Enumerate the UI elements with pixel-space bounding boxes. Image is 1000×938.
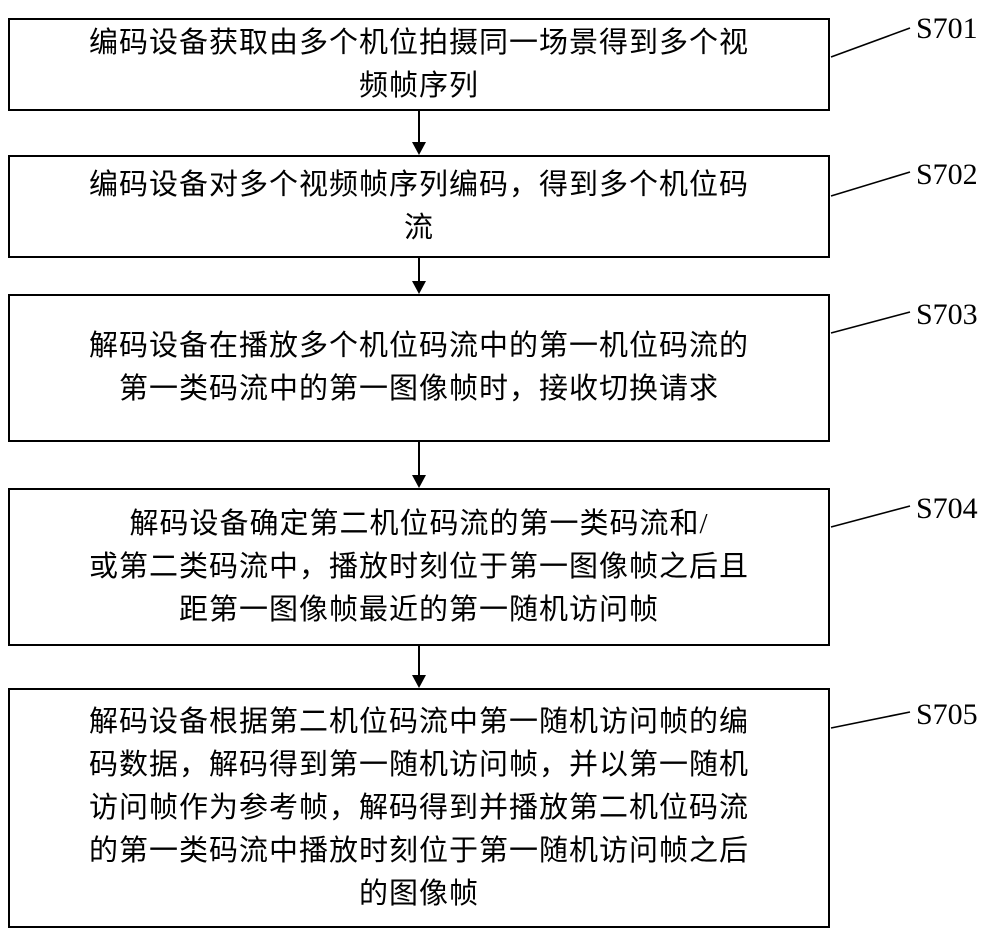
- step-label-s703: S703: [916, 298, 978, 331]
- flow-step-box-1: 编码设备获取由多个机位拍摄同一场景得到多个视 频帧序列: [8, 18, 830, 111]
- arrow-shaft: [418, 442, 420, 476]
- arrow-shaft: [418, 646, 420, 676]
- flow-step-box-2: 编码设备对多个视频帧序列编码，得到多个机位码 流: [8, 155, 830, 258]
- flow-step-box-5: 解码设备根据第二机位码流中第一随机访问帧的编 码数据，解码得到第一随机访问帧，并…: [8, 688, 830, 928]
- arrow-head-icon: [412, 675, 426, 688]
- step-label-s704: S704: [916, 492, 978, 525]
- flow-step-text-4: 解码设备确定第二机位码流的第一类码流和/ 或第二类码流中，播放时刻位于第一图像帧…: [88, 507, 749, 626]
- leader-line-s703: [830, 311, 911, 334]
- step-label-s705: S705: [916, 698, 978, 731]
- down-arrow-2: [411, 258, 427, 294]
- flow-step-text-5: 解码设备根据第二机位码流中第一随机访问帧的编 码数据，解码得到第一随机访问帧，并…: [88, 705, 749, 910]
- leader-line-s701: [830, 27, 911, 58]
- flow-step-text-1: 编码设备获取由多个机位拍摄同一场景得到多个视 频帧序列: [88, 26, 749, 102]
- down-arrow-3: [411, 442, 427, 488]
- leader-line-s705: [830, 711, 911, 729]
- down-arrow-4: [411, 646, 427, 688]
- arrow-head-icon: [412, 281, 426, 294]
- arrow-shaft: [418, 111, 420, 143]
- leader-line-s702: [830, 171, 911, 197]
- flow-step-box-4: 解码设备确定第二机位码流的第一类码流和/ 或第二类码流中，播放时刻位于第一图像帧…: [8, 488, 830, 646]
- flow-step-text-3: 解码设备在播放多个机位码流中的第一机位码流的 第一类码流中的第一图像帧时，接收切…: [88, 330, 749, 405]
- arrow-head-icon: [412, 475, 426, 488]
- arrow-shaft: [418, 258, 420, 282]
- flow-step-text-2: 编码设备对多个视频帧序列编码，得到多个机位码 流: [88, 168, 749, 244]
- leader-line-s704: [830, 505, 911, 528]
- step-label-s701: S701: [916, 12, 978, 45]
- flow-step-box-3: 解码设备在播放多个机位码流中的第一机位码流的 第一类码流中的第一图像帧时，接收切…: [8, 294, 830, 442]
- down-arrow-1: [411, 111, 427, 155]
- step-label-s702: S702: [916, 158, 978, 191]
- arrow-head-icon: [412, 142, 426, 155]
